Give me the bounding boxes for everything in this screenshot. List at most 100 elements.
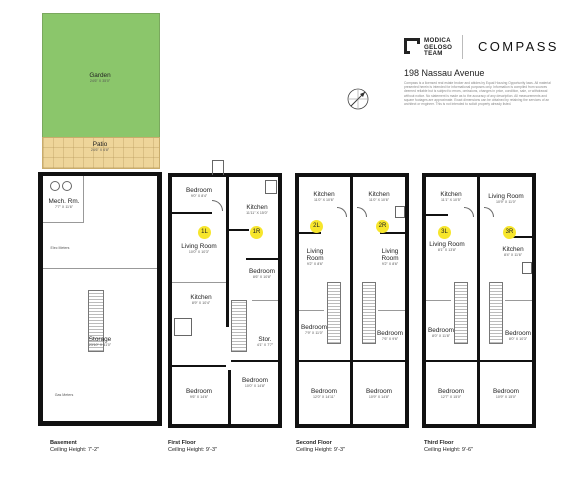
north-compass-icon	[347, 88, 369, 110]
room-name: Living Room	[381, 248, 399, 262]
room-size: 9'2" X 8'6"	[381, 262, 399, 266]
second-floor-wall-k-l	[299, 232, 321, 234]
third-floor-wall-top	[422, 173, 536, 177]
second-floor-bath-divider-l	[299, 310, 324, 311]
second-floor-kitchen-r: Kitchen 11'0" X 10'6"	[355, 191, 403, 203]
third-floor-door-l	[464, 207, 474, 217]
patio-size: 24'6" X 6'8"	[90, 148, 110, 152]
first-floor-range-icon	[265, 180, 277, 194]
third-floor-wall-bottom	[422, 424, 536, 428]
first-floor-kitchen-divider	[172, 282, 226, 283]
first-floor-storage: Stor. 4'1" X 7'7"	[252, 336, 278, 348]
third-floor-wall-k-r	[507, 236, 532, 238]
second-floor-party-wall	[350, 177, 353, 424]
room-size: 10'9" X 15'0"	[495, 395, 517, 399]
caption-basement: Basement Ceiling Height: 7'-2"	[50, 440, 99, 454]
first-floor-wall-kitchen-r	[229, 229, 249, 231]
room-size: 12'7" X 15'0"	[440, 395, 462, 399]
caption-second-floor: Second Floor Ceiling Height: 9'-3"	[296, 440, 345, 454]
first-floor-wall-right	[278, 173, 282, 428]
third-floor-bedroom-bl: Bedroom 12'7" X 15'0"	[427, 388, 475, 400]
room-name: Kitchen	[190, 294, 212, 301]
second-floor-bedroom-br: Bedroom 10'9" X 14'8"	[355, 388, 403, 400]
room-name: Bedroom	[438, 388, 464, 395]
third-floor-bath-divider-r	[505, 300, 532, 301]
room-size: 10'9" X 11'0"	[495, 200, 517, 204]
garden-name: Garden	[89, 72, 111, 79]
room-size: 4'1" X 7'7"	[256, 343, 274, 347]
basement-stairs	[88, 290, 104, 352]
caption-first-floor: First Floor Ceiling Height: 9'-3"	[168, 440, 217, 454]
first-floor-party-wall-lower	[228, 370, 231, 424]
room-name: Kitchen	[313, 191, 335, 198]
team-name-line1: MODICA	[424, 37, 451, 44]
first-floor-wall-bed-top	[172, 212, 212, 214]
unit-badge-1r: 1R	[250, 226, 263, 239]
caption-ceiling-height: Ceiling Height: 7'-2"	[50, 447, 100, 453]
logo-mark-cutout	[410, 44, 420, 57]
garden-size: 24'6" X 35'0"	[89, 79, 111, 83]
third-floor-kitchen-r: Kitchen 8'4" X 11'6"	[496, 246, 530, 258]
caption-ceiling-height: Ceiling Height: 9'-3"	[168, 447, 218, 453]
storage-name: Storage	[88, 336, 112, 343]
room-name: Living Room	[181, 243, 217, 250]
room-size: 8'1" X 13'8"	[437, 248, 457, 252]
room-size: 10'9" X 14'8"	[368, 395, 390, 399]
first-floor-bedroom-br: Bedroom 10'0" X 14'8"	[232, 377, 278, 389]
room-name: Stor.	[258, 336, 272, 343]
unit-badge-2l: 2L	[310, 220, 323, 233]
unit-badge-3l: 3L	[438, 226, 451, 239]
first-floor-wall-bed-br	[231, 360, 278, 362]
room-name: Bedroom	[186, 187, 212, 194]
team-name-line2: GELOSO	[424, 43, 453, 51]
basement-wall-right	[157, 172, 162, 426]
second-floor-bedroom-bl: Bedroom 12'0" X 14'11"	[300, 388, 348, 400]
third-floor-stairs-left	[454, 282, 468, 344]
third-floor-living-r: Living Room 10'9" X 11'0"	[482, 193, 530, 205]
boiler-icon	[50, 181, 60, 191]
third-floor-bath-divider-l	[426, 300, 451, 301]
first-floor-bedroom-mid: Bedroom 8'6" X 10'8"	[246, 268, 278, 280]
second-floor-wall-bottom	[295, 424, 409, 428]
third-floor-range-icon	[522, 262, 532, 274]
first-floor-bath-tub	[174, 318, 192, 336]
second-floor-wall-bed-l	[299, 360, 350, 362]
room-size: 8'0" X 10'3"	[508, 337, 528, 341]
patio-name: Patio	[92, 141, 108, 148]
first-floor-party-wall-upper	[226, 177, 229, 327]
room-size: 8'9" X 10'4"	[191, 301, 211, 305]
room-size: 11'11" X 15'0"	[246, 211, 268, 215]
second-floor-living-l: Living Room 9'2" X 8'6"	[300, 248, 330, 267]
room-name: Bedroom	[249, 268, 275, 275]
room-name: Bedroom	[428, 327, 454, 334]
first-floor-bedroom-top: Bedroom 9'0" X 8'4"	[174, 187, 224, 199]
third-floor-wall-bed-r	[480, 360, 532, 362]
room-size: 11'0" X 10'6"	[368, 198, 390, 202]
third-floor-bedroom-ml: Bedroom 8'0" X 11'8"	[427, 327, 455, 339]
third-floor-living-l: Living Room 8'1" X 13'8"	[427, 241, 467, 253]
mech-room-wall	[43, 222, 83, 223]
caption-title: Basement	[50, 440, 77, 446]
property-address: 198 Nassau Avenue	[404, 68, 485, 78]
mech-room-label: Mech. Rm. 7'7" X 11'6"	[44, 198, 84, 210]
caption-title: First Floor	[168, 440, 196, 446]
storage-size: 23'10" X 41'0"	[88, 343, 112, 347]
room-size: 11'0" X 10'6"	[313, 198, 335, 202]
first-floor-wall-left	[168, 173, 172, 428]
first-floor-kitchen-right: Kitchen 11'11" X 15'0"	[236, 204, 278, 216]
gas-meters-label: Gas Meters	[54, 393, 74, 397]
room-name: Bedroom	[366, 388, 392, 395]
third-floor-door-r	[484, 207, 494, 217]
caption-ceiling-height: Ceiling Height: 9'-3"	[296, 447, 346, 453]
basement-wall-left	[38, 172, 43, 426]
room-name: Bedroom	[493, 388, 519, 395]
first-floor-wall-bottom	[168, 424, 282, 428]
unit-badge-2r: 2R	[376, 220, 389, 233]
room-size: 7'9" X 11'0"	[304, 331, 324, 335]
storage-label: Storage 23'10" X 41'0"	[44, 336, 156, 348]
patio-area	[42, 137, 160, 169]
room-name: Kitchen	[368, 191, 390, 198]
garden-label: Garden 24'6" X 35'0"	[42, 72, 158, 84]
third-floor-wall-bed-l	[426, 360, 477, 362]
water-heater-icon	[62, 181, 72, 191]
